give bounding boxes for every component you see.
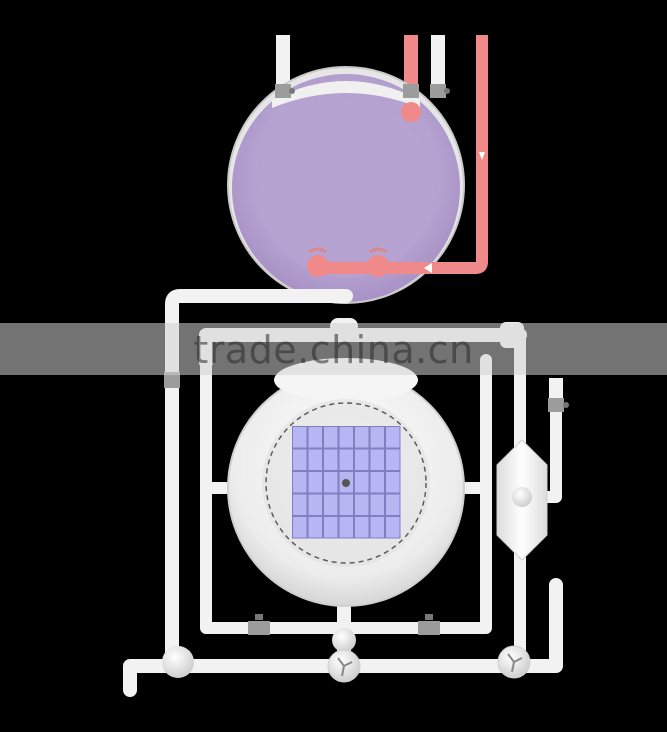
- bottom-header-fittings: [162, 628, 531, 683]
- red-nozzle: [401, 102, 421, 122]
- pump-icon[interactable]: [497, 645, 531, 679]
- core-grid-cell: [308, 494, 322, 515]
- core-grid-cell: [370, 517, 384, 538]
- tank-inlet-pipe-left: [276, 35, 290, 90]
- watermark-text: trade.china.cn: [193, 328, 474, 372]
- core-grid-cell: [339, 427, 353, 448]
- junction-ball: [162, 646, 194, 678]
- core-grid-cell: [308, 449, 322, 470]
- core-grid-cell: [324, 517, 338, 538]
- main-vessel: [227, 358, 465, 607]
- junction-ball: [332, 628, 356, 652]
- loop-valves: [164, 372, 440, 635]
- core-grid-cell: [293, 472, 307, 493]
- core-grid-cell: [355, 494, 369, 515]
- core-grid-cell: [308, 427, 322, 448]
- valve-icon[interactable]: [430, 84, 446, 98]
- core-grid-cell: [355, 517, 369, 538]
- flow-arrow-icon: [479, 152, 485, 160]
- core-grid-cell: [370, 494, 384, 515]
- core-grid-cell: [386, 449, 400, 470]
- red-return-pipe: [318, 35, 488, 274]
- core-grid-cell: [355, 472, 369, 493]
- watermark-banner: [0, 323, 667, 375]
- red-nozzle: [307, 255, 329, 277]
- core-grid-cell: [339, 449, 353, 470]
- core-grid-cell: [370, 472, 384, 493]
- valve-icon[interactable]: [418, 621, 440, 635]
- core-grid-cell: [293, 494, 307, 515]
- red-nozzle: [367, 255, 389, 277]
- core-grid-cell: [324, 427, 338, 448]
- vessel-dashed-boundary: [265, 402, 427, 564]
- core-grid-cell: [370, 427, 384, 448]
- core-grid-cell: [293, 449, 307, 470]
- tank-inlet-pipe-right: [431, 35, 445, 95]
- core-grid-cell: [386, 472, 400, 493]
- core-grid-cell: [355, 427, 369, 448]
- flow-arrow-icon: [424, 263, 432, 273]
- core-grid-cell: [386, 494, 400, 515]
- pump-icon[interactable]: [327, 649, 361, 683]
- valve-icon[interactable]: [248, 621, 270, 635]
- core-grid-cell: [293, 427, 307, 448]
- core-grid-cell: [386, 427, 400, 448]
- valve-icon[interactable]: [548, 398, 564, 412]
- core-grid-cell: [324, 449, 338, 470]
- core-grid-cell: [308, 517, 322, 538]
- upper-tank: [227, 35, 488, 304]
- core-grid-cell: [386, 517, 400, 538]
- core-grid-cell: [370, 449, 384, 470]
- valve-icon[interactable]: [275, 84, 291, 98]
- core-grid-cell: [339, 517, 353, 538]
- core-grid-cell: [355, 449, 369, 470]
- core-grid-cell: [308, 472, 322, 493]
- core-grid-cell: [324, 472, 338, 493]
- core-center-marker: [342, 479, 350, 487]
- valve-icon[interactable]: [164, 372, 180, 388]
- core-grid-cell: [293, 517, 307, 538]
- core-grid-cell: [339, 494, 353, 515]
- valve-icon[interactable]: [403, 84, 419, 98]
- core-grid-cell: [324, 494, 338, 515]
- separator-vessel: [496, 378, 569, 561]
